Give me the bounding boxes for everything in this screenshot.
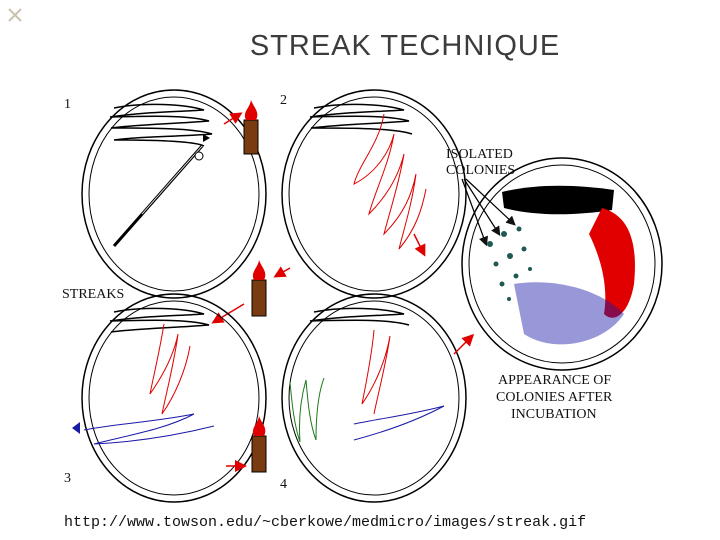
plate-4-streak-green [289, 377, 325, 443]
slide-title: STREAK TECHNIQUE [249, 30, 561, 62]
result-colonies-dark-green [487, 226, 532, 301]
result-label-line3: INCUBATION [511, 407, 597, 422]
plate-label-1: 1 [64, 97, 71, 112]
result-colonies-red [589, 208, 635, 318]
plate-label-2: 2 [280, 93, 287, 108]
plate-label-3: 3 [64, 471, 71, 486]
result-label-line2: COLONIES AFTER [496, 390, 613, 405]
source-url-caption: http://www.towson.edu/~cberkowe/medmicro… [54, 508, 666, 538]
plate-4-streak-red [361, 329, 391, 415]
result-label-line1: APPEARANCE OF [498, 373, 611, 388]
burner-flame-2 [211, 260, 291, 324]
plate-1-streak-black [109, 103, 213, 147]
burner-flame-1 [223, 100, 259, 155]
isolated-colonies-label-line2: COLONIES [446, 163, 515, 178]
corner-decoration [8, 8, 22, 22]
plate-1: 1 [64, 89, 267, 299]
plate-4-streak-black [309, 307, 410, 326]
plate-3-streak-red [149, 323, 191, 415]
result-colonies-black [502, 185, 614, 215]
plate-3-streak-black [109, 307, 210, 333]
plate-2: 2 [280, 89, 467, 299]
plate-2-streak-black [309, 103, 413, 135]
isolated-colonies-label-line1: ISOLATED [446, 147, 513, 162]
plate-2-streak-red [353, 113, 427, 250]
burner-flame-3 [226, 416, 267, 473]
plate-label-4: 4 [280, 477, 287, 492]
result-plate [461, 157, 663, 371]
streak-diagram: 1 2 ISOLATED COLONIES [54, 84, 666, 504]
result-colonies-blue [514, 282, 624, 345]
plate-4: 4 [280, 293, 467, 503]
plate-3: 3 [64, 293, 267, 503]
plate-4-streak-blue [353, 405, 445, 441]
streaks-label: STREAKS [62, 287, 124, 302]
plate-3-streak-blue [83, 413, 215, 445]
